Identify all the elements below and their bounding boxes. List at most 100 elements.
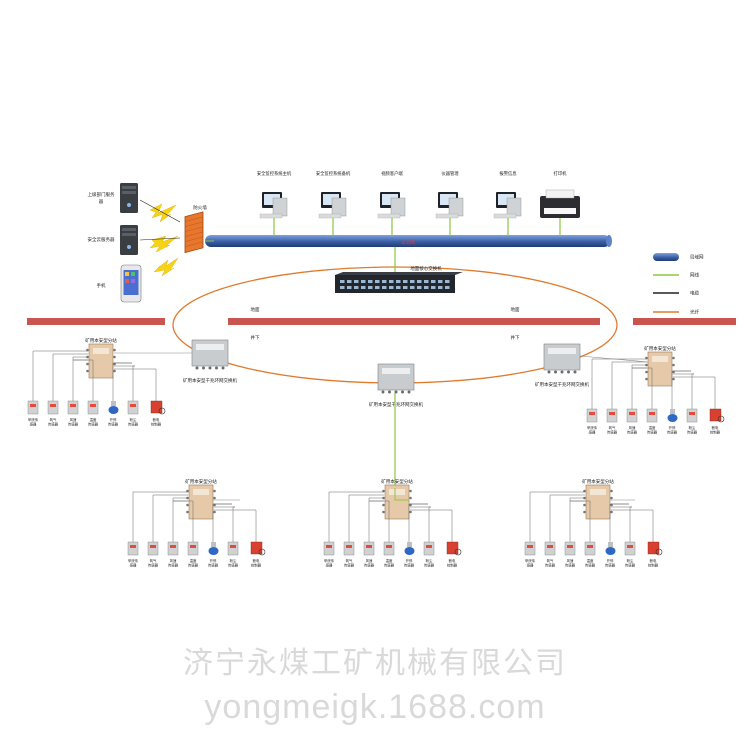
phone-icon	[120, 264, 142, 303]
switch-port	[382, 286, 387, 289]
firewall-icon	[184, 211, 204, 254]
sensor-label: 传感器	[424, 563, 435, 568]
client-label: 安全监控系统备机	[316, 170, 351, 177]
substation-icon	[186, 484, 216, 520]
printer-label: 打印机	[554, 170, 568, 177]
controller-ring	[655, 548, 663, 556]
substation-port	[382, 510, 385, 514]
sensor-label: 控制器	[710, 430, 721, 435]
firewall-brick-line	[185, 221, 203, 227]
sensor-body	[544, 541, 556, 556]
sensor-icon	[27, 400, 39, 415]
cable-line	[611, 506, 632, 542]
sensor-display	[627, 545, 633, 548]
sensor-icon	[564, 541, 576, 556]
sensor-label: 开停	[110, 417, 117, 422]
switch-port	[354, 280, 359, 283]
sensor-label: 传感器	[68, 422, 79, 427]
substation-port	[610, 496, 613, 500]
substation-port	[583, 489, 586, 493]
switch-port	[410, 286, 415, 289]
watermark-company: 济宁永煤工矿机械有限公司	[183, 646, 567, 681]
lightning-icon	[149, 235, 179, 253]
ground-band-center	[228, 318, 600, 325]
client-label: 安全监控系统主机	[257, 170, 292, 177]
server-led	[127, 203, 131, 207]
ring-switch-port	[573, 370, 577, 374]
sensor-label: 传感器	[148, 563, 159, 568]
server-led	[127, 245, 131, 249]
sensor-body	[606, 408, 618, 423]
sensor-label: 开停	[669, 425, 676, 430]
cable-line	[112, 362, 132, 401]
sensor-icon	[626, 408, 638, 423]
sensor-body	[626, 408, 638, 423]
ring-switch-center-label: 矿用本安型千兆环网交换机	[369, 401, 423, 408]
ring-switch-right	[543, 343, 581, 374]
cable-line	[579, 355, 649, 363]
sensor-display	[649, 412, 655, 415]
sensor-label: 传感器	[128, 422, 139, 427]
substation-label: 矿用本安型分站	[85, 337, 117, 344]
switch-port	[424, 280, 429, 283]
switch-port	[347, 286, 352, 289]
label-underground-right: 井下	[511, 334, 520, 341]
substation-panel	[93, 348, 109, 354]
substation-port	[409, 510, 412, 514]
cable-line	[72, 356, 88, 401]
cable-line	[410, 509, 453, 542]
substation-port	[610, 510, 613, 514]
substation-port	[645, 356, 648, 360]
cable-line	[172, 497, 188, 542]
sensor-label: 感器	[30, 422, 37, 427]
sensor-label: 传感器	[625, 563, 636, 568]
ring-switch-port	[221, 366, 225, 370]
substation-port	[86, 369, 89, 373]
keyboard	[493, 213, 517, 219]
phone-app	[131, 279, 135, 283]
substation-label: 矿用本安型分站	[381, 478, 413, 485]
sensor-label: 断电	[153, 417, 160, 422]
sensor-dome	[404, 547, 415, 555]
cable-line	[139, 237, 181, 241]
sensor-label: 传感器	[545, 563, 556, 568]
cable-line	[328, 491, 384, 542]
sensor-body	[167, 541, 179, 556]
substation-port	[672, 377, 675, 381]
sensor-label: 传感器	[647, 430, 658, 435]
substation-panel	[389, 489, 405, 495]
cable-line	[348, 494, 384, 542]
legend-label: 电缆	[690, 290, 699, 297]
ring-switch-port	[208, 366, 212, 370]
firewall-brick-line	[185, 231, 203, 237]
sensor-dome	[667, 414, 678, 422]
sensor-label: 风速	[170, 558, 177, 563]
switch-port	[389, 286, 394, 289]
ring-switch-port	[407, 390, 411, 394]
sensor-icon	[150, 400, 166, 415]
substation-panel	[652, 356, 668, 362]
sensor-display	[567, 545, 573, 548]
sensor-label: 风速	[366, 558, 373, 563]
substation-port	[583, 503, 586, 507]
computer-icon	[377, 192, 406, 219]
cable-line	[408, 503, 428, 542]
ring-switch-left-label: 矿用本安型千兆环网交换机	[183, 377, 237, 384]
sensor-body	[227, 541, 239, 556]
sensor-icon	[667, 409, 678, 422]
ring-switch-port	[215, 366, 218, 370]
sensor-label: 感器	[130, 563, 137, 568]
sensor-icon	[67, 400, 79, 415]
sensor-body	[624, 541, 636, 556]
ring-switch-center	[377, 363, 415, 394]
firewall-brick-line	[185, 226, 203, 232]
controller-ring	[717, 415, 725, 423]
sensor-icon	[606, 408, 618, 423]
substation-port	[86, 348, 89, 352]
ethernet-line	[394, 488, 409, 501]
sensor-display	[547, 545, 553, 548]
phone-app	[125, 272, 129, 276]
monitor-screen	[498, 194, 514, 205]
sensor-icon	[524, 541, 536, 556]
ring-switch-panel	[548, 348, 576, 354]
